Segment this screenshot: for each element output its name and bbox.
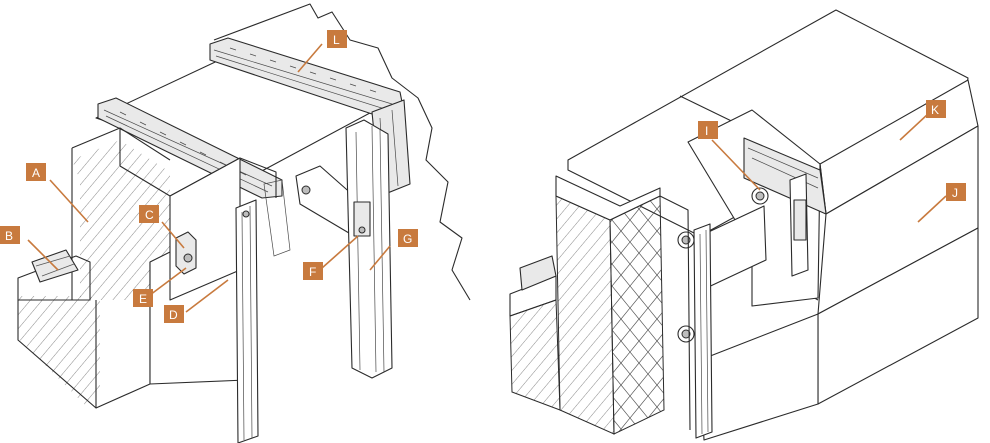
svg-text:C: C (145, 208, 154, 222)
left-mullion-rear (345, 119, 393, 379)
right-detail-drawing: I K J (509, 9, 979, 441)
label-i: I (698, 121, 718, 139)
svg-text:K: K (931, 103, 939, 117)
label-e: E (133, 289, 153, 307)
svg-text:A: A (32, 166, 40, 180)
svg-text:F: F (309, 265, 316, 279)
label-a: A (26, 163, 46, 181)
label-d: D (164, 305, 184, 323)
left-detail-drawing: A B C E D F G L (0, 3, 471, 443)
label-j: J (946, 183, 966, 201)
svg-text:E: E (139, 292, 147, 306)
left-bracket-c (175, 231, 197, 275)
label-c: C (139, 205, 159, 223)
label-f: F (303, 262, 323, 280)
left-background-break-line (213, 3, 471, 301)
label-l: L (327, 30, 347, 48)
label-k: K (926, 100, 946, 118)
left-masonry-wall (71, 127, 171, 300)
svg-text:D: D (169, 308, 178, 322)
label-b: B (0, 226, 20, 244)
svg-text:G: G (403, 232, 412, 246)
svg-text:J: J (952, 186, 958, 200)
label-g: G (398, 229, 418, 247)
svg-text:I: I (705, 124, 708, 138)
svg-text:B: B (5, 229, 13, 243)
left-mullion-front (235, 199, 259, 443)
svg-text:L: L (333, 33, 340, 47)
